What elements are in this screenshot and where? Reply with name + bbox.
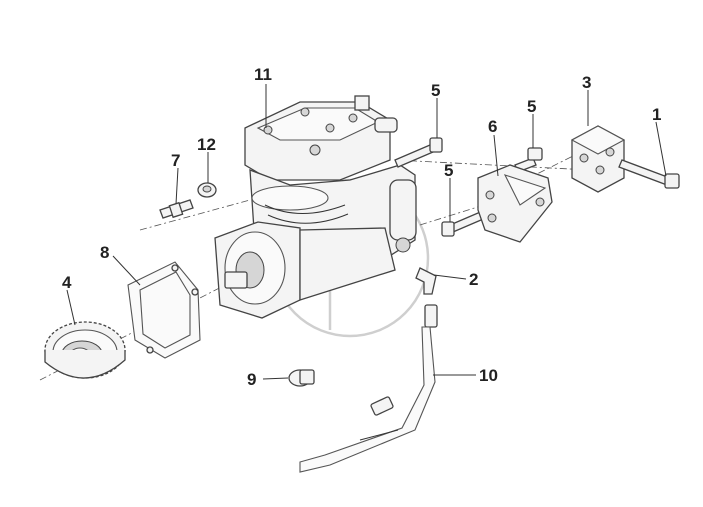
- leader-lines: [66, 84, 667, 380]
- callout-6: 6: [488, 117, 497, 136]
- nut-part: [197, 182, 217, 198]
- bolt-part-upper: [394, 137, 443, 168]
- callout-4: 4: [62, 273, 72, 292]
- elbow-fitting-part: [415, 267, 437, 295]
- callout-3: 3: [582, 73, 591, 92]
- callout-7: 7: [171, 151, 180, 170]
- plug-part: [288, 369, 315, 387]
- long-bolt-part: [618, 159, 680, 189]
- callout-labels: 11 5 5 3 1 6 5 7 12 8 4 9 2 10: [62, 65, 661, 389]
- callout-2: 2: [469, 270, 478, 289]
- callout-9: 9: [247, 370, 256, 389]
- bolt-part-middle: [441, 209, 489, 237]
- callout-5-upper: 5: [431, 81, 440, 100]
- stud-part: [159, 199, 194, 219]
- callout-11: 11: [254, 65, 272, 84]
- callout-1: 1: [652, 105, 661, 124]
- callout-5-middle: 5: [444, 161, 453, 180]
- mounting-block-part: [570, 125, 626, 193]
- drive-gear-part: [44, 321, 126, 379]
- air-compressor-part: [214, 95, 417, 319]
- callout-12: 12: [197, 135, 216, 154]
- callout-8: 8: [100, 243, 109, 262]
- gasket-part: [127, 261, 201, 359]
- callout-10: 10: [479, 366, 498, 385]
- callout-5-right: 5: [527, 97, 536, 116]
- mounting-bracket-part: [477, 164, 553, 243]
- pipe-assembly-part: [299, 304, 438, 473]
